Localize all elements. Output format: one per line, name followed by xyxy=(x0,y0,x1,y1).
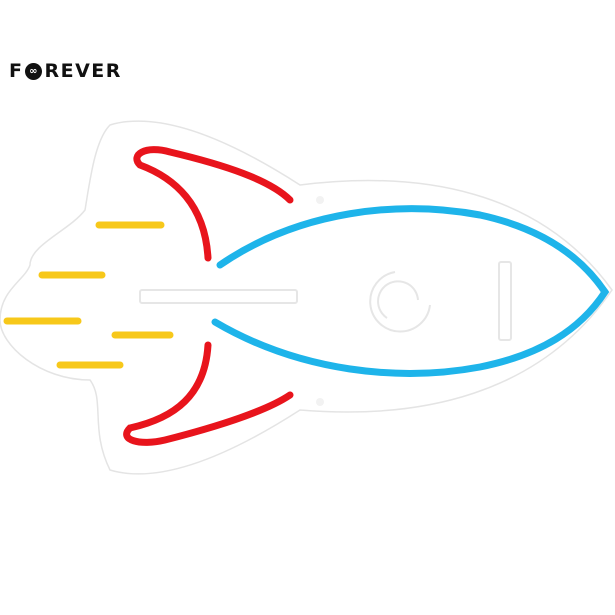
infinity-icon: ∞ xyxy=(25,62,43,80)
window-ring-outline xyxy=(369,271,431,333)
logo-letters-rever: REVER xyxy=(44,60,122,82)
top-fin xyxy=(133,146,294,262)
logo-letter-f: F xyxy=(9,60,24,82)
bottom-fin xyxy=(123,341,294,446)
acrylic-backplate xyxy=(0,120,613,475)
mount-hole xyxy=(316,398,324,406)
rocket-body xyxy=(211,205,610,377)
mount-hole xyxy=(316,196,324,204)
mount-bar-outline xyxy=(139,289,298,304)
window-line-outline xyxy=(498,261,512,341)
brand-logo: F ∞ REVER xyxy=(9,60,122,82)
